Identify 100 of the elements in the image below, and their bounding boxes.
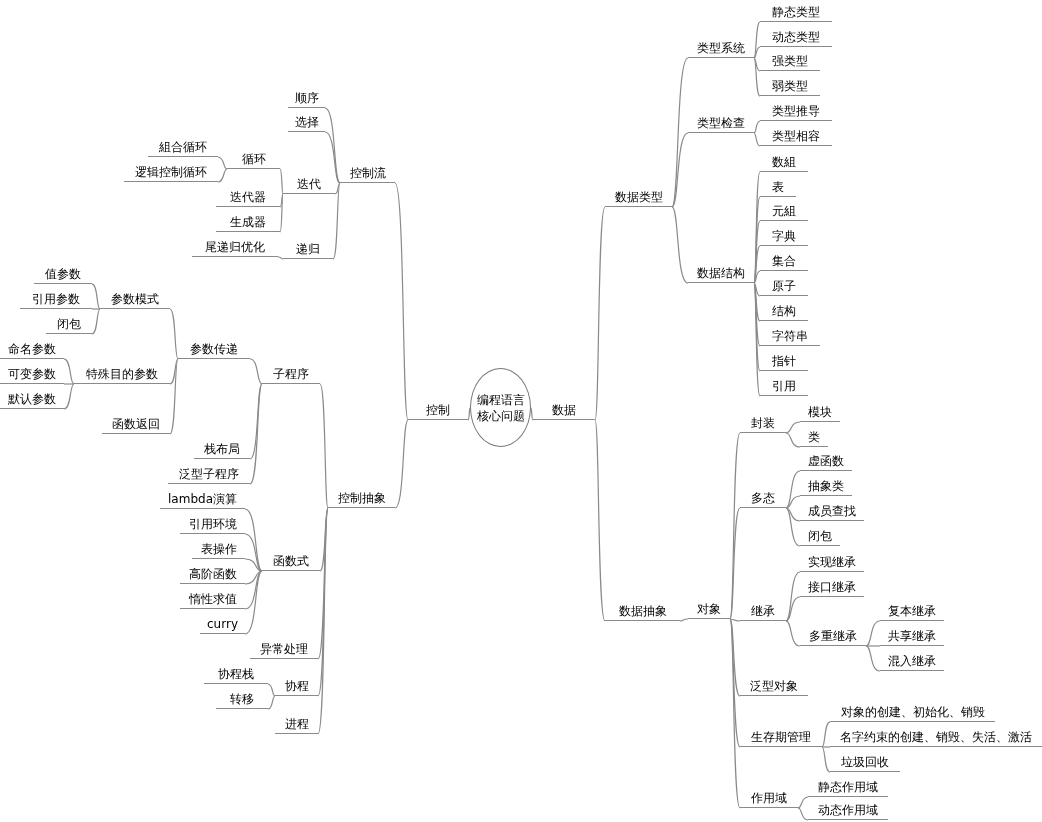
branch-line [679,618,689,622]
topic-label: 对象 [688,601,730,619]
branch-line [729,618,741,809]
topic-label: 数据 [533,402,595,420]
topic-label: 表 [760,179,796,197]
topic-label: 字典 [760,228,808,246]
topic-label: 泛型对象 [740,678,808,696]
topic-label: 控制抽象 [328,490,395,508]
branch-line [319,383,329,509]
branch-line [785,571,801,622]
topic-label: 控制流 [340,165,395,183]
branch-line [753,270,761,284]
branch-line [334,182,341,195]
branch-line [821,746,831,773]
topic-label: 命名参数 [0,341,64,359]
topic-label: 动态作用域 [808,802,888,820]
topic-label: 参数传递 [178,341,250,359]
topic-label: 协程 [275,678,318,696]
branch-line [91,308,101,310]
branch-line [279,193,284,233]
topic-label: 元組 [760,203,808,221]
branch-line [467,407,471,421]
topic-label: 对象的创建、初始化、销毁 [830,704,995,722]
branch-line [279,168,284,195]
topic-label: 表操作 [192,541,245,559]
topic-label: 选择 [288,114,325,132]
branch-line [319,507,329,572]
topic-label: 生存期管理 [740,729,822,747]
branch-line [530,407,534,421]
branch-line [821,746,831,748]
topic-label: 垃圾回收 [830,754,900,772]
branch-line [729,618,741,697]
branch-line [217,168,228,183]
branch-line [91,283,101,310]
branch-line [244,558,263,572]
branch-line [169,308,179,360]
branch-line [394,182,409,421]
topic-label: 闭包 [800,528,840,546]
topic-label: 迭代 [283,176,335,194]
topic-label: curry [200,616,245,634]
topic-label: 多重继承 [800,628,866,646]
branch-line [249,358,263,385]
topic-label: 继承 [740,603,786,621]
topic-label: 转移 [216,691,268,709]
topic-label: 名字约束的创建、销毁、失活、激活 [830,729,1042,747]
topic-label: 类型系统 [688,40,754,58]
branch-line [753,120,761,134]
branch-line [671,206,689,284]
topic-label: 动态类型 [760,29,832,47]
topic-label: 虚函数 [800,453,852,471]
branch-line [785,507,801,547]
topic-label: 强类型 [760,53,820,71]
branch-line [753,57,761,97]
topic-label: 特殊目的参数 [74,366,170,384]
topic-label: 函数返回 [102,416,170,434]
topic-label: 組合循环 [148,139,218,157]
branch-line [244,570,263,585]
topic-label: 数据类型 [605,189,672,207]
branch-line [753,282,761,297]
topic-label: 弱类型 [760,78,820,96]
branch-line [394,419,409,509]
topic-label: 泛型子程序 [168,466,250,484]
topic-label: 引用 [760,378,808,396]
topic-label: 模块 [800,404,840,422]
branch-line [785,470,801,509]
topic-label: 数据抽象 [605,603,680,621]
topic-label: 函数式 [262,553,320,571]
topic-label: 复本继承 [880,603,944,621]
topic-label: 多态 [740,490,786,508]
branch-line [785,495,801,509]
branch-line [267,695,276,710]
branch-line [217,156,228,170]
topic-label: 作用域 [740,790,798,808]
branch-line [753,245,761,284]
branch-line [249,383,263,485]
branch-line [729,432,741,620]
topic-label: 控制 [408,402,468,420]
topic-label: 类型相容 [760,128,832,146]
topic-label: 子程序 [262,366,320,384]
topic-label: 递归 [283,241,333,259]
branch-line [785,596,801,622]
branch-line [785,421,801,434]
topic-label: 数組 [760,154,808,172]
topic-label: 惰性求值 [180,591,245,609]
topic-label: 顺序 [288,90,325,108]
branch-line [785,620,801,647]
topic-label: 尾递归优化 [192,239,278,257]
topic-label: 集合 [760,253,808,271]
topic-label: 静态作用域 [808,779,888,797]
branch-line [865,645,881,647]
topic-label: 成员查找 [800,503,864,521]
branch-line [729,618,741,622]
topic-label: 实现继承 [800,554,864,572]
topic-label: 值参数 [34,266,92,284]
topic-label: 静态类型 [760,4,832,22]
branch-line [729,507,741,620]
topic-label: 封装 [740,415,786,433]
central-topic-ellipse: 编程语言核心问题 [470,368,531,447]
branch-line [671,132,689,208]
topic-label: 字符串 [760,328,820,346]
